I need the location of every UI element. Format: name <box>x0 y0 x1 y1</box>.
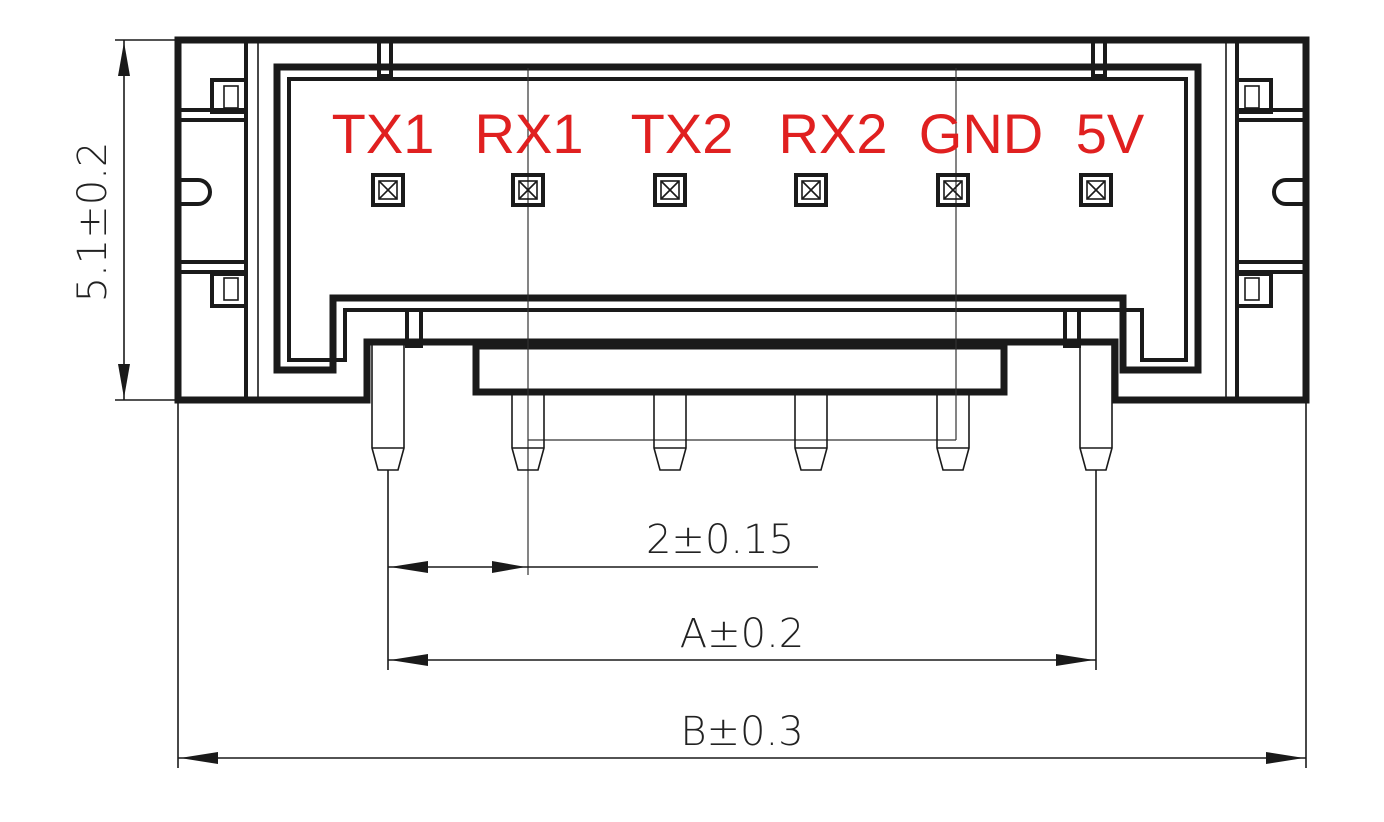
connector-housing <box>174 36 1310 404</box>
pin-span-dimension-label: A±0.2 <box>680 611 805 657</box>
pitch-dimension: 2±0.15 <box>387 470 818 670</box>
pin-pad-6 <box>1079 173 1113 207</box>
pin-labels: TX1 RX1 TX2 RX2 GND 5V <box>332 102 1145 165</box>
overall-width-dimension: B±0.3 <box>177 400 1307 768</box>
pin-lead-1 <box>371 344 405 471</box>
pitch-dimension-label: 2±0.15 <box>646 517 794 563</box>
pin-pad-2 <box>511 173 545 207</box>
pin-label-5: GND <box>919 102 1043 165</box>
pin-pads <box>371 173 1113 207</box>
pin-lead-3 <box>653 394 687 471</box>
pin-lead-2 <box>511 394 545 471</box>
overall-width-dimension-label: B±0.3 <box>680 709 803 755</box>
height-dimension-label: 5.1±0.2 <box>70 142 116 303</box>
pin-label-4: RX2 <box>779 102 888 165</box>
pin-label-3: TX2 <box>631 102 734 165</box>
pin-span-dimension: A±0.2 <box>388 470 1097 670</box>
pin-label-2: RX1 <box>475 102 584 165</box>
height-dimension: 5.1±0.2 <box>70 39 178 401</box>
pin-pad-4 <box>794 173 828 207</box>
right-side-ear <box>1235 78 1306 308</box>
pin-label-1: TX1 <box>332 102 435 165</box>
reference-lines <box>527 68 957 575</box>
pin-pad-3 <box>653 173 687 207</box>
pin-pad-5 <box>936 173 970 207</box>
pin-label-6: 5V <box>1076 102 1145 165</box>
pin-lead-5 <box>936 394 970 471</box>
left-side-ear <box>178 78 248 308</box>
pin-lead-6 <box>1079 344 1113 471</box>
pin-pad-1 <box>371 173 405 207</box>
pin-lead-4 <box>794 394 828 471</box>
